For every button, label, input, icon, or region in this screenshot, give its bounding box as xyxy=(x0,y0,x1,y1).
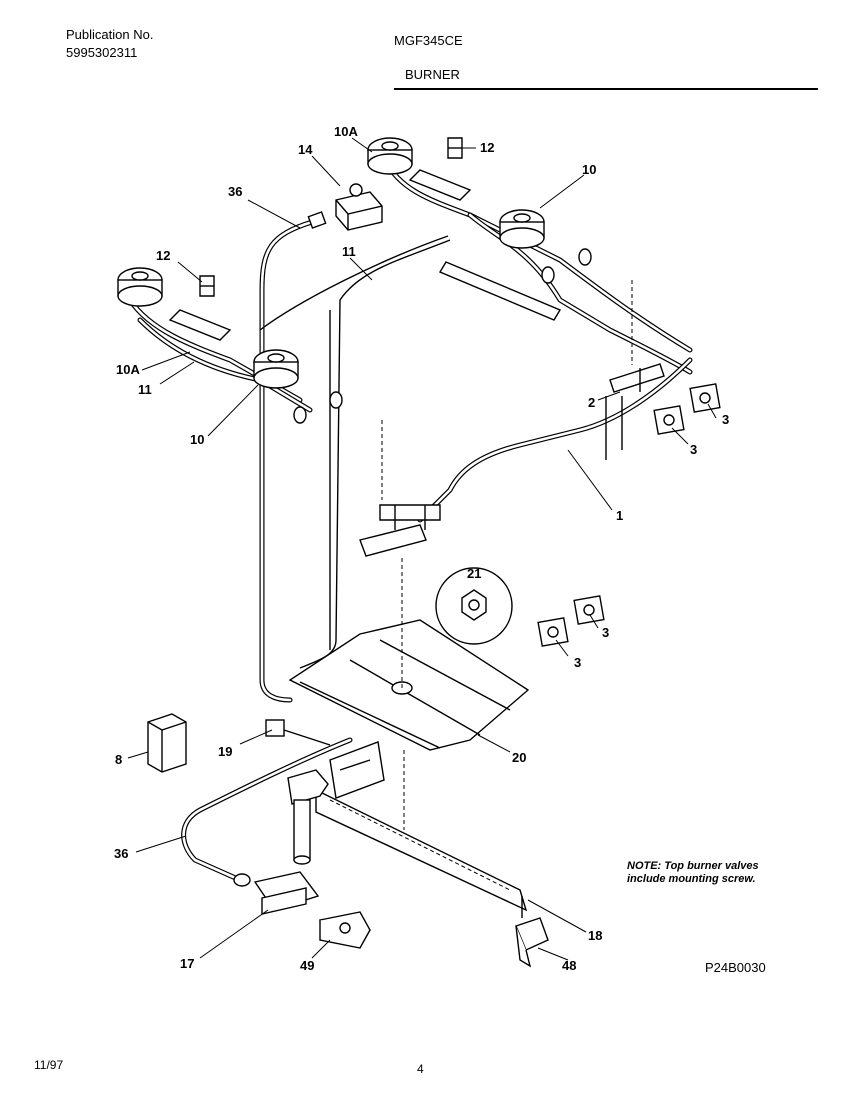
callout-49: 49 xyxy=(300,958,314,973)
burner-venturi-assembly xyxy=(359,504,441,557)
callout-3-c: 3 xyxy=(602,625,609,640)
leader-lines xyxy=(127,137,717,961)
burner-clip-rear xyxy=(447,137,463,159)
pressure-regulator xyxy=(233,871,320,915)
burner-clip-front xyxy=(199,275,215,297)
tube-bracket-front xyxy=(168,309,232,341)
publication-label: Publication No. xyxy=(66,27,154,42)
callout-2: 2 xyxy=(588,395,595,410)
rear-bracket xyxy=(515,896,549,968)
callout-21: 21 xyxy=(467,566,481,581)
tube-bracket-rear xyxy=(408,169,472,201)
grommet-3 xyxy=(573,595,605,625)
mounting-note-line-2: include mounting screw. xyxy=(627,873,756,885)
burner-head-rear-left xyxy=(367,137,413,175)
burner-head-front-left xyxy=(117,267,163,307)
gas-supply-line xyxy=(259,219,315,703)
callout-36-b: 36 xyxy=(114,846,128,861)
callout-3-a: 3 xyxy=(722,412,729,427)
callout-48: 48 xyxy=(562,958,576,973)
callout-18: 18 xyxy=(588,928,602,943)
publication-number: 5995302311 xyxy=(66,45,138,60)
nut-detail xyxy=(435,567,513,645)
pilot-tube xyxy=(259,235,451,669)
model-number: MGF345CE xyxy=(394,33,463,48)
safety-valve-bracket xyxy=(329,741,385,799)
callout-8: 8 xyxy=(115,752,122,767)
section-title: BURNER xyxy=(405,67,460,82)
callout-17: 17 xyxy=(180,956,194,971)
callout-14: 14 xyxy=(298,142,313,157)
callout-11-a: 11 xyxy=(342,244,356,259)
page-number: 4 xyxy=(417,1062,424,1076)
callout-3-d: 3 xyxy=(574,655,581,670)
orifice-fittings xyxy=(293,248,592,424)
ignitor-bracket xyxy=(605,363,665,460)
header-rule xyxy=(394,88,818,90)
callout-12-a: 12 xyxy=(480,140,494,155)
callout-20: 20 xyxy=(512,750,526,765)
callout-3-b: 3 xyxy=(690,442,697,457)
burner-head-front-right xyxy=(253,349,299,389)
burner-head-rear-right xyxy=(499,209,545,249)
oven-burner xyxy=(315,788,528,912)
oven-burner-orifice-holder xyxy=(287,769,329,865)
manifold-tube xyxy=(417,357,693,523)
callout-10-a: 10 xyxy=(582,162,596,177)
diagram-code: P24B0030 xyxy=(705,960,766,975)
callout-10A-b: 10A xyxy=(116,362,140,377)
callout-12-b: 12 xyxy=(156,248,170,263)
footer-date: 11/97 xyxy=(34,1058,64,1072)
mounting-note-line-1: NOTE: Top burner valves xyxy=(627,860,759,872)
grommet-1 xyxy=(689,383,721,413)
callout-10A-a: 10A xyxy=(334,124,358,139)
grommet-2 xyxy=(653,405,685,435)
mounting-note: NOTE: Top burner valves include mounting… xyxy=(627,860,797,886)
callout-11-b: 11 xyxy=(138,382,152,397)
burner-valve xyxy=(307,183,383,231)
pilot-box xyxy=(147,713,187,773)
callout-10-b: 10 xyxy=(190,432,204,447)
callout-1: 1 xyxy=(616,508,623,523)
regulator-gas-line xyxy=(181,737,353,883)
regulator-bracket xyxy=(318,911,372,949)
spark-ignitor xyxy=(265,719,331,746)
callout-19: 19 xyxy=(218,744,232,759)
rear-burner-tube xyxy=(382,157,693,375)
callout-36-a: 36 xyxy=(228,184,242,199)
grommet-4 xyxy=(537,617,569,647)
